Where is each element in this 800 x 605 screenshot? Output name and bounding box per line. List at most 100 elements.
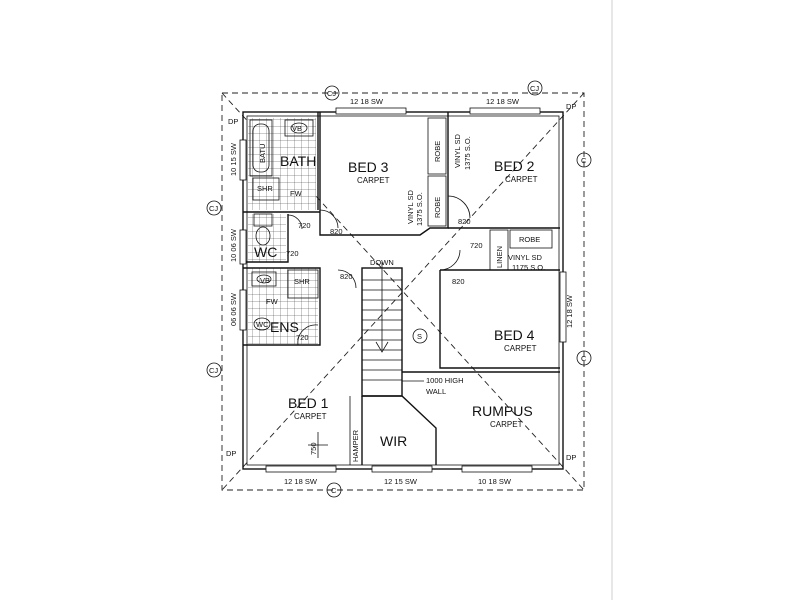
door-size-hall: 820	[340, 272, 353, 281]
window-label-top-2: 12 18 SW	[486, 97, 520, 106]
shower-ens	[287, 269, 319, 299]
door-swing-bed2	[447, 195, 471, 219]
smoke-detector-icon	[412, 328, 428, 344]
toilet-cistern	[253, 213, 273, 227]
note-vinyl-sd-1: VINYL SD	[453, 134, 462, 168]
door-size-bath: 720	[298, 221, 311, 230]
label-shr-bath: SHR	[257, 184, 273, 193]
vanity-basin-bath	[284, 119, 314, 137]
cj-marker-left-2	[206, 362, 222, 378]
note-vinyl-so-3: 1175 S.O.	[512, 263, 545, 272]
ens-tiles	[248, 268, 318, 344]
cj-marker-top-1	[324, 85, 340, 101]
robe-bed3-top	[427, 117, 447, 175]
c-marker-right-2	[576, 350, 592, 366]
room-floor-bed3: CARPET	[357, 176, 390, 185]
robe-bed3-bottom	[427, 175, 447, 227]
note-vinyl-so-1: 1375 S.O.	[463, 136, 472, 170]
note-vinyl-so-2: 1375 S.O.	[415, 192, 424, 226]
room-label-ens: ENS	[270, 319, 299, 335]
vanity-bowl-ens	[256, 274, 272, 284]
label-vb-bath: VB	[292, 124, 302, 133]
window-label-bottom-1: 12 18 SW	[284, 477, 318, 486]
cj-label-left-1: CJ	[209, 204, 218, 213]
door-swing-bath	[287, 214, 303, 230]
bathtub-basin	[252, 123, 270, 173]
window-bottom-3	[461, 465, 533, 473]
cj-label-top-1: CJ	[327, 89, 336, 98]
label-robe-bed3-top: ROBE	[433, 141, 442, 162]
dp-label-bottom-right: DP	[566, 453, 576, 462]
label-vb-ens: VB	[260, 276, 270, 285]
note-smoke: S	[417, 332, 422, 341]
toilet-bowl	[255, 226, 271, 246]
door-size-wir: 750	[309, 442, 318, 455]
door-size-linen: 720	[470, 241, 483, 250]
bath-walls	[243, 112, 320, 213]
room-label-wc: WC	[254, 244, 277, 260]
cj-marker-top-2	[527, 80, 543, 96]
window-left-1	[239, 139, 247, 181]
wir-door-marker	[308, 432, 328, 458]
dp-label-top-left: DP	[228, 117, 238, 126]
label-fw-ens: FW	[266, 297, 279, 306]
room-floor-bed1: CARPET	[294, 412, 327, 421]
room-floor-rumpus: CARPET	[490, 420, 523, 429]
window-label-bottom-3: 10 18 SW	[478, 477, 512, 486]
window-label-left-2: 10 06 SW	[229, 228, 238, 262]
vanity-ens	[251, 271, 277, 287]
cj-label-left-2: CJ	[209, 366, 218, 375]
room-floor-bed2: CARPET	[505, 175, 538, 184]
c-label-right-1: C	[581, 156, 587, 165]
note-vinyl-sd-3: VINYL SD	[508, 253, 542, 262]
window-label-left-1: 10 15 SW	[229, 142, 238, 176]
room-label-bath: BATH	[280, 153, 316, 169]
cj-label-top-2: CJ	[530, 84, 539, 93]
door-size-bed3: 820	[330, 227, 343, 236]
room-floor-bed4: CARPET	[504, 344, 537, 353]
door-swing-bed3	[319, 209, 339, 229]
room-label-wir: WIR	[380, 433, 407, 449]
note-wall-2: WALL	[426, 387, 446, 396]
wc-walls	[243, 214, 289, 263]
label-fw-bath: FW	[290, 189, 303, 198]
bed4-walls	[439, 269, 560, 369]
shower-bath	[252, 177, 280, 201]
room-label-bed2: BED 2	[494, 158, 535, 174]
ens-walls	[243, 267, 321, 346]
robe-bed2	[509, 229, 553, 249]
window-label-bottom-2: 12 15 SW	[384, 477, 418, 486]
window-right-1	[559, 271, 567, 343]
door-size-ens: 720	[296, 333, 309, 342]
c-marker-bottom	[326, 482, 342, 498]
window-left-3	[239, 289, 247, 331]
door-swing-ens	[297, 324, 319, 346]
note-wall-1: 1000 HIGH	[426, 376, 464, 385]
external-wall-inner	[246, 115, 560, 466]
note-down: DOWN	[370, 258, 394, 267]
dp-label-top-right: DP	[566, 102, 576, 111]
window-top-2	[469, 107, 541, 115]
wir-walls	[361, 395, 437, 465]
door-size-wc: 720	[286, 249, 299, 258]
door-size-bed2: 820	[458, 217, 471, 226]
room-label-rumpus: RUMPUS	[472, 403, 533, 419]
door-swing-bed4	[439, 249, 461, 271]
window-bottom-1	[265, 465, 337, 473]
toilet-ens	[253, 317, 271, 331]
door-swing-hall	[337, 269, 357, 289]
label-hamper: HAMPER	[351, 429, 360, 462]
label-linen: LINEN	[495, 246, 504, 268]
roof-outline	[221, 92, 585, 491]
window-left-2	[239, 229, 247, 265]
label-robe-bed3-bottom: ROBE	[433, 197, 442, 218]
label-robe-bed2: ROBE	[519, 235, 540, 244]
room-label-bed4: BED 4	[494, 327, 535, 343]
window-label-right-1: 12 18 SW	[565, 294, 574, 328]
c-marker-right-1	[576, 152, 592, 168]
window-bottom-2	[371, 465, 433, 473]
c-label-right-2: C	[581, 354, 587, 363]
dp-label-bottom-left: DP	[226, 449, 236, 458]
